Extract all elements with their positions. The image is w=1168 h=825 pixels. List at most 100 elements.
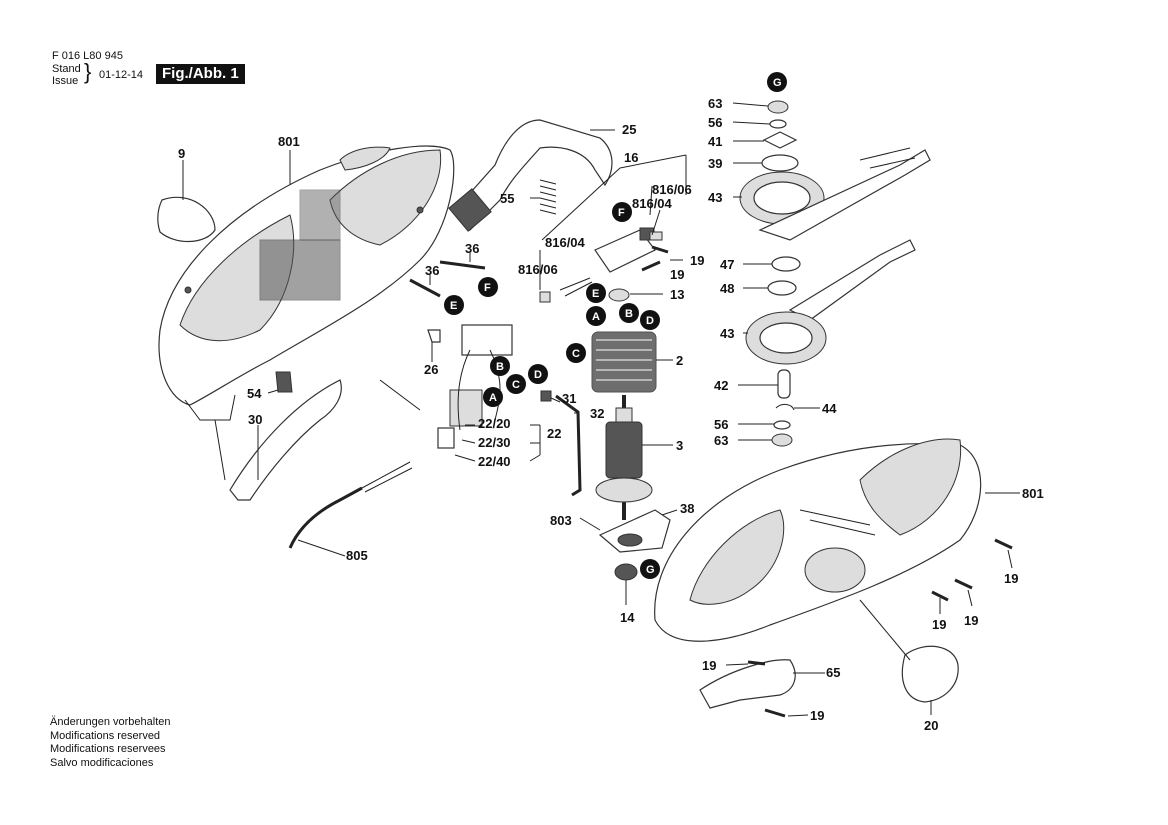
marker-letter: G <box>773 77 782 89</box>
marker-circle <box>506 374 526 394</box>
marker-letter: C <box>512 379 520 391</box>
callout-label: 25 <box>622 122 636 137</box>
callout-labels: 9 801 25 16 816/06 816/04 55 36 36 816/0… <box>178 96 1044 733</box>
callout-label: 816/06 <box>518 262 558 277</box>
callout-label: 44 <box>822 401 837 416</box>
callout-label: 16 <box>624 150 638 165</box>
callout-label: 38 <box>680 501 694 516</box>
stand-label: Stand <box>52 63 81 75</box>
marker-circle <box>612 202 632 222</box>
armature <box>595 395 653 520</box>
marker-circle <box>619 303 639 323</box>
marker-circle <box>528 364 548 384</box>
callout-label: 48 <box>720 281 734 296</box>
connector-31 <box>540 390 552 402</box>
plate-803 <box>598 509 671 553</box>
marker-letter: B <box>496 361 504 373</box>
bearing-14 <box>614 563 638 581</box>
callout-label: 816/04 <box>632 196 673 211</box>
marker-letter: C <box>572 348 580 360</box>
bow-handle <box>448 119 613 232</box>
clip-26 <box>427 329 441 343</box>
callout-label: 19 <box>1004 571 1018 586</box>
right-housing <box>654 438 982 642</box>
marker-letter: A <box>489 392 497 404</box>
callout-label: 43 <box>708 190 722 205</box>
callout-label: 19 <box>702 658 716 673</box>
marker-letter: F <box>484 282 491 294</box>
callout-label: 55 <box>500 191 514 206</box>
marker-letter: D <box>646 315 654 327</box>
callout-label: 56 <box>708 115 722 130</box>
brush-holder <box>539 227 663 303</box>
issue-date: 01-12-14 <box>99 69 144 81</box>
callout-label: 63 <box>708 96 722 111</box>
screw-54 <box>275 371 293 393</box>
callout-label: 30 <box>248 412 262 427</box>
marker-circle <box>586 306 606 326</box>
callout-label: 47 <box>720 257 734 272</box>
marker-circle <box>767 72 787 92</box>
cable-805 <box>288 486 363 549</box>
gear-stack <box>739 100 931 447</box>
trigger-65 <box>699 659 796 709</box>
callout-label: 43 <box>720 326 734 341</box>
callout-label: 41 <box>708 134 722 149</box>
callout-label: 14 <box>620 610 635 625</box>
modification-notes: Änderungen vorbehalten Modifications res… <box>50 716 170 770</box>
callout-label: 39 <box>708 156 722 171</box>
marker-circle <box>490 356 510 376</box>
callout-label: 22/40 <box>478 454 511 469</box>
callout-label: 19 <box>932 617 946 632</box>
callout-label: 19 <box>670 267 684 282</box>
left-housing <box>158 145 455 421</box>
note-line: Änderungen vorbehalten <box>50 716 171 728</box>
callout-label: 3 <box>676 438 683 453</box>
figure-label: Fig./Abb. 1 <box>156 64 245 84</box>
callout-label: 42 <box>714 378 728 393</box>
callout-label: 19 <box>964 613 978 628</box>
note-line: Modifications reserved <box>50 729 161 742</box>
callout-label: 9 <box>178 146 185 161</box>
callout-label: 22/30 <box>478 435 511 450</box>
marker-letter: E <box>592 288 599 300</box>
callout-label: 801 <box>278 134 300 149</box>
marker-letter: F <box>618 207 625 219</box>
stator <box>591 331 657 393</box>
marker-circle <box>483 387 503 407</box>
cap-left <box>157 196 216 243</box>
callout-label: 26 <box>424 362 438 377</box>
bearing-13 <box>608 288 630 302</box>
screws-19 <box>641 245 1013 718</box>
note-line: Salvo modificaciones <box>50 756 154 769</box>
callout-label: 19 <box>810 708 824 723</box>
marker-circle <box>586 283 606 303</box>
marker-letter: D <box>534 369 542 381</box>
callout-label: 36 <box>465 241 479 256</box>
marker-letter: B <box>625 308 633 320</box>
document-number: F 016 L80 945 <box>52 50 123 62</box>
marker-circle <box>444 295 464 315</box>
issue-label: Issue <box>52 75 79 87</box>
callout-label: 805 <box>346 548 368 563</box>
callout-label: 13 <box>670 287 684 302</box>
callout-label: 20 <box>924 718 938 733</box>
callout-label: 56 <box>714 417 728 432</box>
callout-label: 803 <box>550 513 572 528</box>
wire-markers: G F F E E A B D C B C D A G <box>444 72 787 579</box>
callout-label: 816/06 <box>652 182 692 197</box>
callout-label: 65 <box>826 665 840 680</box>
callout-label: 19 <box>690 253 704 268</box>
marker-circle <box>640 559 660 579</box>
marker-letter: A <box>592 311 600 323</box>
callout-label: 32 <box>590 406 604 421</box>
brace: } <box>84 59 92 84</box>
marker-letter: G <box>646 564 655 576</box>
callout-label: 31 <box>562 391 576 406</box>
leader-lines <box>182 102 1020 717</box>
spring-55 <box>539 179 557 215</box>
callout-label: 22 <box>547 426 561 441</box>
callout-label: 54 <box>247 386 262 401</box>
marker-letter: E <box>450 300 457 312</box>
note-line: Modifications reservees <box>50 743 166 755</box>
